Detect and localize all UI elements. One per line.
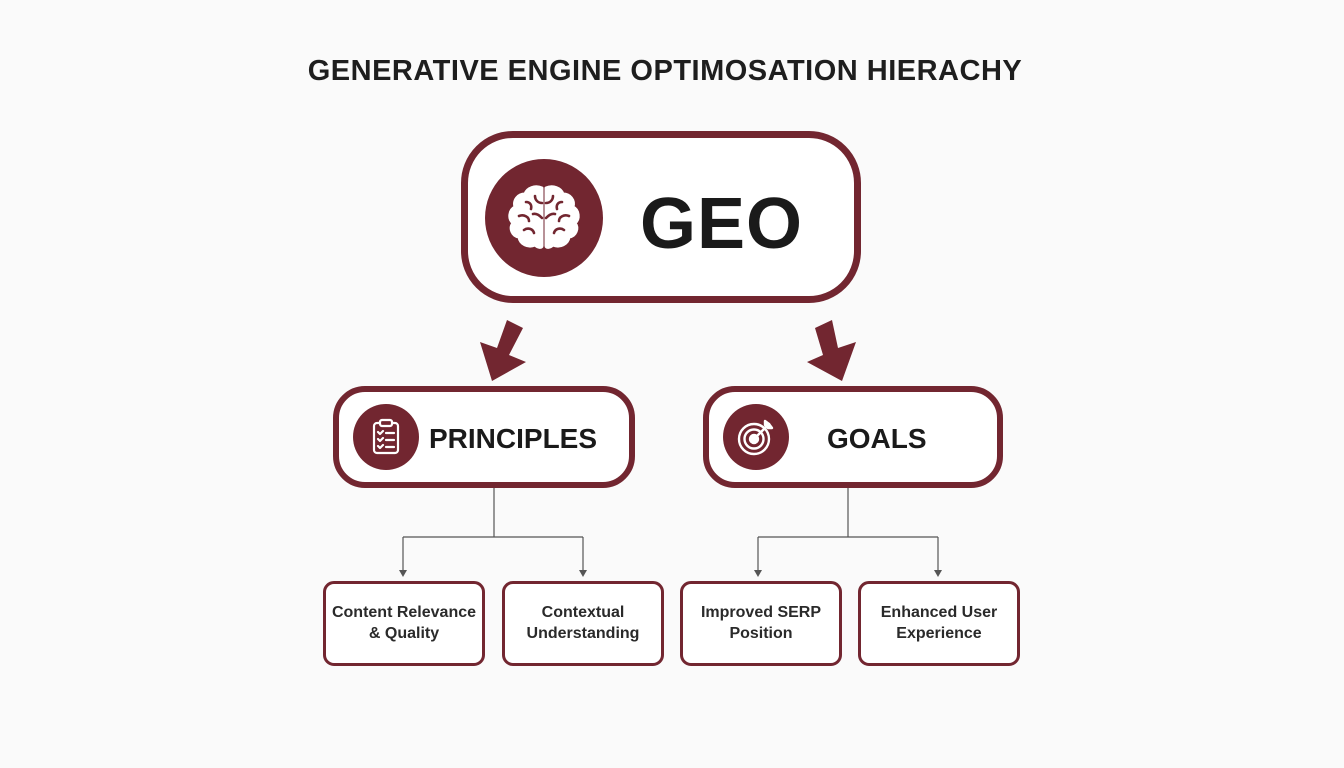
arrowhead-leaf-3 [754, 570, 762, 577]
root-node-geo: GEO [461, 131, 861, 303]
principles-connector [402, 488, 584, 572]
diagram-title: GENERATIVE ENGINE OPTIMOSATION HIERACHY [307, 55, 1023, 87]
arrowhead-leaf-2 [579, 570, 587, 577]
leaf-content-relevance: Content Relevance & Quality [323, 581, 485, 666]
target-arrow-icon [723, 404, 789, 470]
principles-label: PRINCIPLES [429, 423, 598, 454]
principles-node: PRINCIPLES [333, 386, 635, 488]
leaf-contextual-understanding: Contextual Understanding [502, 581, 664, 666]
leaf-enhanced-user-experience: Enhanced User Experience [858, 581, 1020, 666]
arrowhead-leaf-1 [399, 570, 407, 577]
root-label: GEO [640, 184, 804, 264]
goals-connector [757, 488, 939, 572]
clipboard-checklist-icon [353, 404, 419, 470]
arrow-to-goals [807, 320, 856, 381]
goals-node: GOALS [703, 386, 1003, 488]
leaf-improved-serp-position: Improved SERP Position [680, 581, 842, 666]
arrowhead-leaf-4 [934, 570, 942, 577]
arrow-to-principles [480, 320, 526, 381]
brain-icon [485, 159, 603, 277]
goals-label: GOALS [827, 423, 927, 454]
